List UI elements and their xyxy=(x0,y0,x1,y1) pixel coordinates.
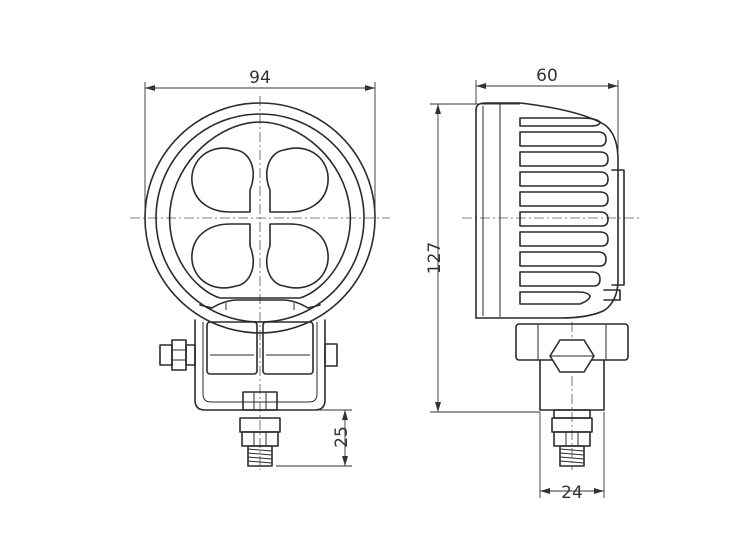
side-threaded-stud xyxy=(559,445,585,467)
bolt-head-left xyxy=(159,344,173,366)
stud-body xyxy=(247,445,273,467)
fin-7 xyxy=(519,231,609,247)
bolt-washer-left xyxy=(185,344,196,366)
housing-outer-ring xyxy=(144,102,376,334)
side-view xyxy=(462,102,640,470)
side-bracket xyxy=(515,323,629,467)
dimension-height: 127 xyxy=(425,103,540,413)
bolt-nut-left xyxy=(171,339,187,371)
dimension-bracket-width: 24 xyxy=(539,412,605,503)
dimension-label-stud-length: 25 xyxy=(332,426,352,448)
dimension-stud-length: 25 xyxy=(276,409,352,467)
fin-5 xyxy=(519,191,609,207)
fin-2 xyxy=(519,131,607,147)
cooling-fins xyxy=(519,117,609,305)
side-stud-body xyxy=(559,445,585,467)
side-housing xyxy=(475,102,625,319)
housing-bottom-tab xyxy=(199,299,321,309)
bottom-nut xyxy=(242,391,278,411)
fin-6 xyxy=(519,211,609,227)
front-view xyxy=(130,96,390,470)
housing-tab-lines xyxy=(225,303,295,310)
fin-8 xyxy=(519,251,607,267)
dimension-side-depth: 60 xyxy=(475,66,619,160)
fin-9 xyxy=(519,271,601,287)
led-lobe-top-left xyxy=(191,147,254,213)
bracket-u-inner xyxy=(202,322,318,403)
fin-3 xyxy=(519,151,609,167)
threaded-stud xyxy=(247,445,273,467)
fin-4 xyxy=(519,171,609,187)
led-lobe-top-right xyxy=(266,147,329,213)
front-lens xyxy=(168,121,352,299)
bracket-block-left xyxy=(206,321,258,375)
side-body-outline xyxy=(475,102,619,319)
led-lobe-bottom-left xyxy=(191,223,254,289)
housing-inner-ring xyxy=(155,113,365,323)
front-housing xyxy=(144,102,376,334)
dimension-label-side-depth: 60 xyxy=(536,66,558,86)
fin-10 xyxy=(519,291,591,305)
front-bracket xyxy=(159,319,338,467)
side-rear-tab xyxy=(603,289,621,301)
side-rear-cap xyxy=(611,169,625,286)
lens-outline xyxy=(168,121,352,299)
bolt-end-right xyxy=(324,343,338,367)
bracket-block-right xyxy=(262,321,314,375)
dimension-label-bracket-width: 24 xyxy=(561,483,583,503)
fin-1 xyxy=(519,117,601,127)
dimension-label-front-width: 94 xyxy=(249,68,271,88)
dimension-label-height: 127 xyxy=(425,242,445,274)
dimension-front-width: 94 xyxy=(144,68,376,215)
led-lobe-bottom-right xyxy=(266,223,329,289)
